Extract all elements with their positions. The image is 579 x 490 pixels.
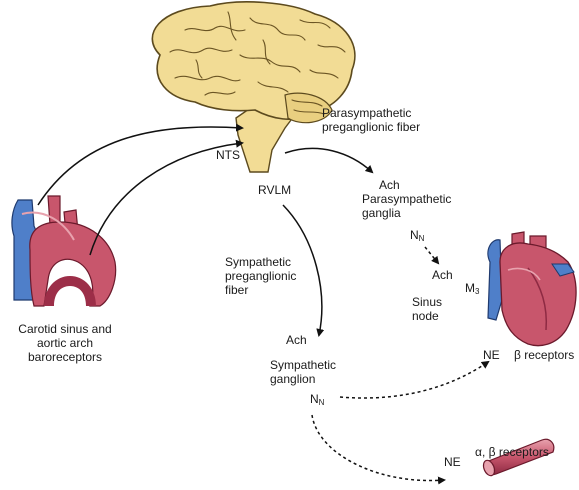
sympathetic-preganglionic-fiber-label: Sympathetic preganglionic fiber	[225, 255, 297, 297]
ach-sympathetic-label: Ach	[286, 333, 307, 347]
ach-parasympathetic-label: Ach	[379, 178, 400, 192]
blood-vessel-icon	[482, 438, 555, 477]
nn-parasympathetic-label: NN	[410, 228, 425, 243]
parasympathetic-preganglionic-fiber-label: Parasympathetic preganglionic fiber	[322, 106, 421, 134]
sympathetic-vessel-arrow	[311, 414, 446, 485]
parasympathetic-postganglionic-arrow	[424, 246, 440, 265]
ne-vessel-label: NE	[444, 455, 461, 469]
afferent-arrow-lower	[89, 139, 244, 256]
ach-sinus-node-label: Ach	[432, 268, 453, 282]
sympathetic-ganglion-label: Sympathetic ganglion	[270, 358, 337, 386]
heart-icon	[487, 231, 577, 347]
rvlm-label: RVLM	[258, 183, 292, 197]
sympathetic-efferent-arrow	[282, 204, 325, 337]
nts-label: NTS	[216, 148, 240, 162]
baroreceptors-label: Carotid sinus and aortic arch barorecept…	[18, 322, 112, 364]
parasympathetic-efferent-arrow	[284, 147, 374, 174]
carotid-aortic-arch-icon	[11, 195, 117, 307]
m3-receptor-label: M3	[465, 281, 480, 296]
afferent-arrow-upper	[37, 123, 244, 206]
beta-receptors-label: β receptors	[514, 348, 575, 362]
ne-heart-label: NE	[483, 348, 500, 362]
nn-sympathetic-label: NN	[310, 392, 325, 407]
brain-icon	[151, 1, 356, 173]
sympathetic-heart-arrow	[339, 360, 490, 399]
parasympathetic-ganglia-label: Parasympathetic ganglia	[362, 192, 452, 220]
sinus-node-label: Sinus node	[412, 295, 443, 323]
alpha-beta-receptors-label: α, β receptors	[475, 445, 549, 459]
